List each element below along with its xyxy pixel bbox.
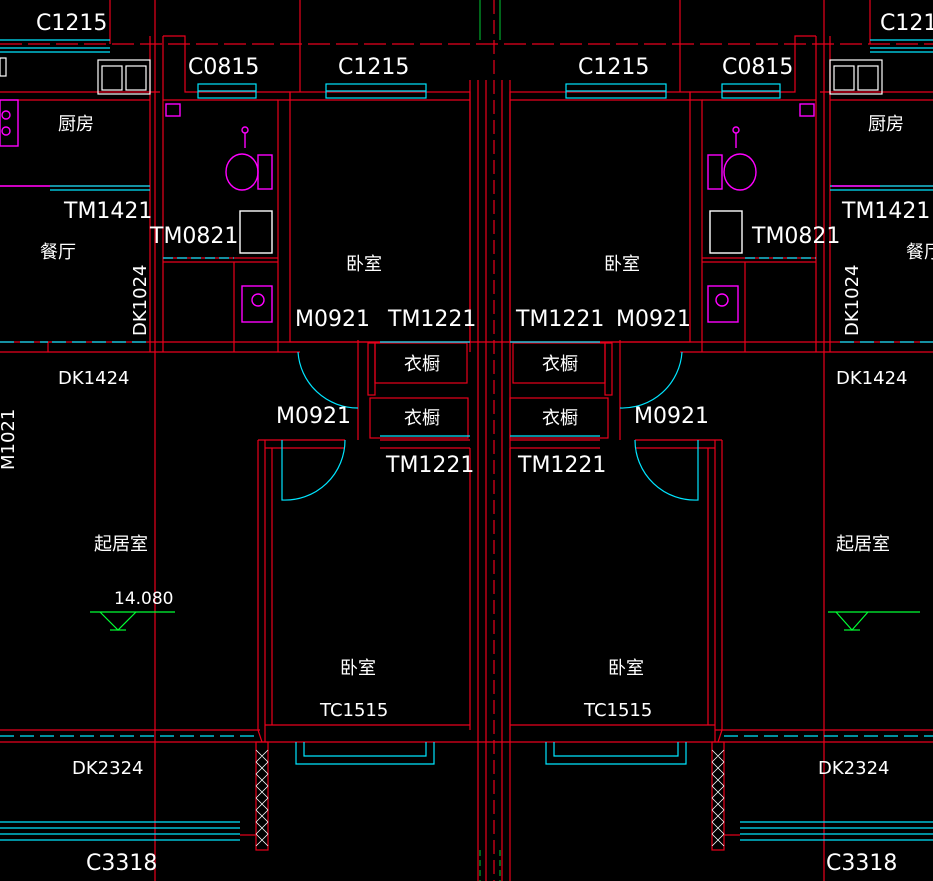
label-c3318-right: C3318 bbox=[826, 851, 897, 876]
label-tm1221-d: TM1221 bbox=[517, 453, 606, 478]
label-closet-4: 衣橱 bbox=[542, 408, 578, 429]
label-dk1424-left: DK1424 bbox=[58, 368, 129, 389]
label-kitchen-right: 厨房 bbox=[868, 114, 904, 135]
label-closet-3: 衣橱 bbox=[542, 354, 578, 375]
label-c1215-top-right: C1215 bbox=[880, 11, 933, 36]
label-tm1221-a: TM1221 bbox=[387, 307, 476, 332]
fixtures bbox=[0, 99, 880, 323]
label-tc1515-left: TC1515 bbox=[319, 700, 388, 721]
label-dining-right: 餐厅 bbox=[906, 242, 933, 263]
label-closet-2: 衣橱 bbox=[404, 408, 440, 429]
label-m0921-a: M0921 bbox=[295, 307, 370, 332]
label-bedroom-bottom-left: 卧室 bbox=[340, 658, 376, 679]
label-tm1421-right: TM1421 bbox=[841, 199, 930, 224]
label-living-left: 起居室 bbox=[94, 534, 148, 555]
label-c0815-right: C0815 bbox=[722, 55, 793, 80]
label-dk2324-left: DK2324 bbox=[72, 758, 143, 779]
label-bedroom-bottom-right: 卧室 bbox=[608, 658, 644, 679]
level-markers bbox=[90, 611, 920, 631]
label-dk1024-right: DK1024 bbox=[842, 265, 863, 336]
label-m0921-d: M0921 bbox=[634, 404, 709, 429]
label-c1215-top-left: C1215 bbox=[36, 11, 107, 36]
windows bbox=[0, 39, 933, 841]
label-m1021-partial: M1021 bbox=[0, 409, 19, 470]
label-tm1221-b: TM1221 bbox=[515, 307, 604, 332]
axis-lines bbox=[479, 0, 501, 881]
label-kitchen-left: 厨房 bbox=[58, 114, 94, 135]
label-dk1024-left: DK1024 bbox=[130, 265, 151, 336]
label-c3318-left: C3318 bbox=[86, 851, 157, 876]
label-dining-left: 餐厅 bbox=[40, 242, 76, 263]
label-closet-1: 衣橱 bbox=[404, 354, 440, 375]
label-elevation: 14.080 bbox=[114, 589, 173, 609]
label-c1215-center-left: C1215 bbox=[338, 55, 409, 80]
label-living-right: 起居室 bbox=[836, 534, 890, 555]
label-tm1421-left: TM1421 bbox=[63, 199, 152, 224]
label-dk2324-right: DK2324 bbox=[818, 758, 889, 779]
label-dk1424-right: DK1424 bbox=[836, 368, 907, 389]
label-m0921-c: M0921 bbox=[276, 404, 351, 429]
sinks bbox=[0, 57, 883, 95]
label-tm0821-left: TM0821 bbox=[149, 224, 238, 249]
label-bedroom-top-left: 卧室 bbox=[346, 254, 382, 275]
label-tm0821-right: TM0821 bbox=[751, 224, 840, 249]
label-m0921-b: M0921 bbox=[616, 307, 691, 332]
label-tm1221-c: TM1221 bbox=[385, 453, 474, 478]
label-bedroom-top-right: 卧室 bbox=[604, 254, 640, 275]
balcony-hatch bbox=[255, 749, 725, 847]
labels: C1215 C1215 C0815 C1215 C1215 C0815 厨房 厨… bbox=[0, 11, 933, 876]
label-c0815-left: C0815 bbox=[188, 55, 259, 80]
label-c1215-center-right: C1215 bbox=[578, 55, 649, 80]
label-tc1515-right: TC1515 bbox=[583, 700, 652, 721]
